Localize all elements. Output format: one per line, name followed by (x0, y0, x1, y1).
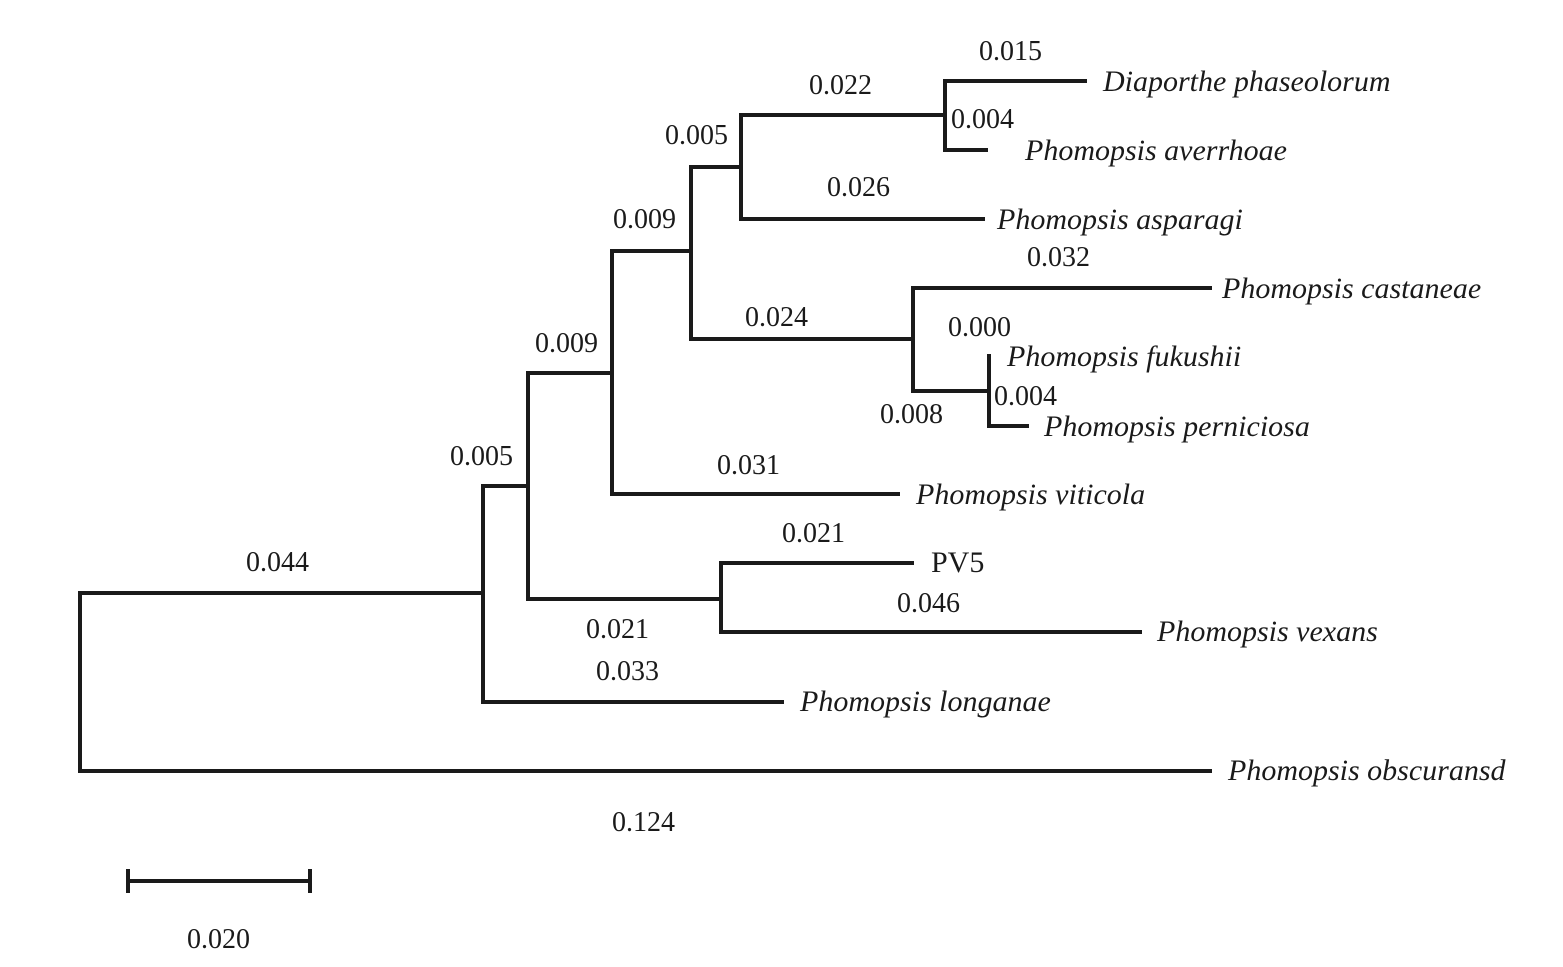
taxon-phomopsis-asparagi: Phomopsis asparagi (996, 203, 1243, 236)
label-n1-longanae: 0.033 (596, 656, 659, 687)
label-n1-n2: 0.005 (450, 441, 513, 472)
label-n3-n4: 0.009 (613, 204, 676, 235)
label-n2-n8: 0.021 (586, 614, 649, 645)
label-root-outgroup: 0.124 (612, 807, 675, 838)
taxon-phomopsis-viticola: Phomopsis viticola (915, 478, 1145, 511)
taxon-labels: Diaporthe phaseolorum Phomopsis averrhoa… (799, 65, 1507, 787)
label-n9-averrhoae: 0.004 (951, 104, 1014, 135)
label-n8-pv5: 0.021 (782, 518, 845, 549)
tree-branches (78, 79, 1212, 893)
scale-bar-label: 0.020 (187, 924, 250, 955)
label-root-ingroup: 0.044 (246, 547, 309, 578)
label-n5-n9: 0.022 (809, 70, 872, 101)
label-n7-fukushii: 0.000 (948, 312, 1011, 343)
label-n6-n7: 0.008 (880, 399, 943, 430)
taxon-phomopsis-obscuransd: Phomopsis obscuransd (1227, 754, 1507, 787)
taxon-phomopsis-fukushii: Phomopsis fukushii (1006, 340, 1241, 373)
branch-length-labels: 0.044 0.124 0.005 0.033 0.009 0.021 0.00… (187, 36, 1090, 955)
label-n9-phaseolorum: 0.015 (979, 36, 1042, 67)
label-n7-perniciosa: 0.004 (994, 381, 1057, 412)
taxon-phomopsis-longanae: Phomopsis longanae (799, 685, 1051, 718)
taxon-pv5: PV5 (931, 546, 984, 579)
label-n2-n3: 0.009 (535, 328, 598, 359)
label-n6-castaneae: 0.032 (1027, 242, 1090, 273)
label-n8-vexans: 0.046 (897, 588, 960, 619)
taxon-phomopsis-averrhoae: Phomopsis averrhoae (1024, 134, 1287, 167)
taxon-phomopsis-castaneae: Phomopsis castaneae (1221, 272, 1481, 305)
taxon-diaporthe-phaseolorum: Diaporthe phaseolorum (1102, 65, 1391, 98)
label-n5-asparagi: 0.026 (827, 172, 890, 203)
label-n4-n5: 0.005 (665, 120, 728, 151)
taxon-phomopsis-perniciosa: Phomopsis perniciosa (1043, 410, 1310, 443)
label-n3-viticola: 0.031 (717, 450, 780, 481)
taxon-phomopsis-vexans: Phomopsis vexans (1156, 615, 1378, 648)
label-n4-n6: 0.024 (745, 302, 808, 333)
